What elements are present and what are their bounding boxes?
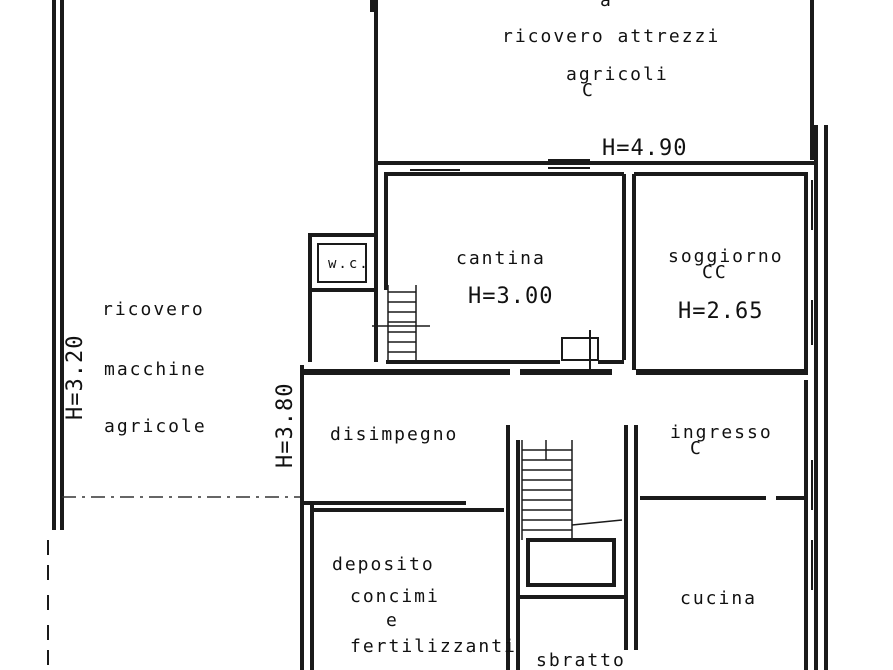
machine-shed-line2: macchine [104, 359, 207, 380]
stair-landing [526, 538, 616, 587]
cellar-label: cantina [456, 248, 546, 269]
wc-box [308, 233, 378, 292]
deposit-line1: deposito [332, 554, 435, 575]
machine-shed-line1: ricovero [102, 299, 205, 320]
small-staircase [372, 285, 430, 362]
living-height: H=2.65 [678, 299, 763, 324]
tool-shed-label-line1: ricovero attrezzi [502, 26, 720, 47]
walls [47, 0, 828, 670]
scullery-label: sbratto [536, 650, 626, 670]
tool-shed-label-sub: C [582, 80, 595, 101]
living-label-sub: CC [702, 262, 728, 283]
deposit-line2: concimi [350, 586, 440, 607]
height-tool-shed: H=4.90 [602, 136, 687, 161]
entrance-label: ingresso [670, 422, 773, 443]
tool-shed-label-line2: agricoli [566, 64, 669, 85]
height-machine-shed: H=3.20 [63, 335, 88, 420]
main-staircase [521, 440, 623, 540]
cellar-height: H=3.00 [468, 284, 553, 309]
kitchen-label: cucina [680, 588, 757, 609]
machine-shed-line3: agricole [104, 416, 207, 437]
hall-label: disimpegno [330, 424, 458, 445]
living-label: soggiorno [668, 246, 784, 267]
deposit-line3: e [386, 610, 399, 631]
height-hall: H=3.80 [273, 383, 298, 468]
cellar-step [561, 337, 599, 361]
room-label-top-cut: a [600, 0, 613, 11]
deposit-line4: fertilizzanti [350, 636, 517, 657]
wc-inner [317, 243, 367, 283]
wc-label: w.c. [328, 256, 370, 272]
entrance-label-sub: C [690, 438, 703, 459]
